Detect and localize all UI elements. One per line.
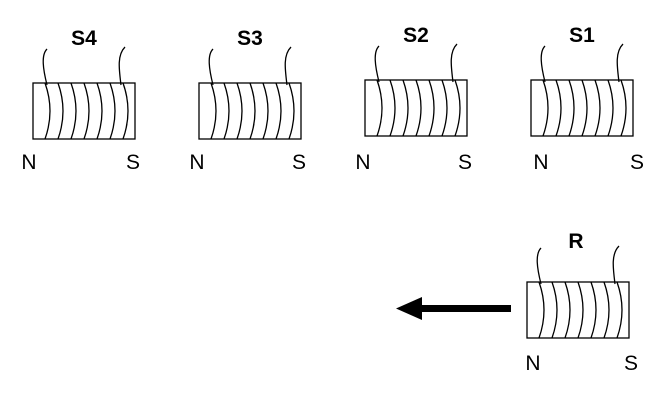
coil-s4: S4 N S <box>21 27 140 174</box>
coil-r-label: R <box>568 230 583 253</box>
coil-s4-label: S4 <box>71 27 97 50</box>
coil-s3: S3 N S <box>189 27 306 174</box>
coil-s2-south-label: S <box>458 151 472 174</box>
coil-s2-label: S2 <box>403 24 429 47</box>
coil-s1: S1 N S <box>530 24 644 174</box>
coil-r-body <box>526 245 630 339</box>
coil-s2: S2 N S <box>355 24 472 174</box>
coil-s4-south-label: S <box>126 151 140 174</box>
coil-s1-north-label: N <box>533 151 548 174</box>
coil-s1-south-label: S <box>630 151 644 174</box>
coil-s2-north-label: N <box>355 151 370 174</box>
coil-s3-label: S3 <box>237 27 263 50</box>
coil-s1-label: S1 <box>569 24 595 47</box>
coil-s3-north-label: N <box>189 151 204 174</box>
coil-r-south-label: S <box>624 352 638 375</box>
coil-s4-body <box>32 46 136 140</box>
coil-r-north-label: N <box>525 352 540 375</box>
left-arrow-icon <box>396 297 511 320</box>
coil-r: R N S <box>525 230 638 375</box>
coil-s4-north-label: N <box>21 151 36 174</box>
coil-s1-body <box>530 43 634 137</box>
coil-s3-body <box>198 46 302 140</box>
coil-s3-south-label: S <box>292 151 306 174</box>
coil-s2-body <box>364 43 468 137</box>
